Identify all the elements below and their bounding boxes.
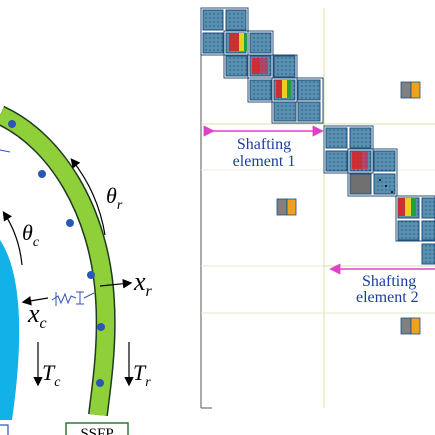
x-c-label: xc	[27, 299, 47, 332]
t-r-label: Tr	[133, 360, 151, 390]
shafting-element-1-line1: Shafting	[237, 136, 291, 153]
partial-box	[0, 424, 9, 435]
x-r-label: xr	[133, 267, 153, 300]
shafting-element-2-line1: Shafting	[362, 273, 416, 290]
guide-lines	[201, 8, 435, 408]
shafting-element-2-line2: element 2	[356, 289, 419, 306]
theta-c-arrow	[2, 211, 23, 266]
ring-dots	[8, 120, 105, 387]
block-group-2	[323, 125, 435, 265]
inner-disk-body	[0, 240, 20, 420]
coupling-spring	[51, 291, 95, 306]
x-r-arrow	[99, 278, 133, 289]
matrix-diagram: Shafting element 1 Shafting element 2	[200, 7, 435, 409]
legend-squares	[276, 81, 421, 335]
block-group-1	[200, 7, 324, 124]
x-c-arrow	[21, 296, 49, 306]
ssfp-box	[65, 422, 129, 435]
theta-r-arrow	[70, 158, 106, 236]
theta-c-label: θc	[22, 220, 40, 250]
rotor-diagram: θr θc xr xc Tc Tr SSFP	[0, 105, 153, 435]
ssfp-label: SSFP	[80, 426, 113, 435]
shafting-element-1-line2: element 1	[233, 153, 296, 170]
theta-r-label: θr	[106, 183, 123, 213]
t-c-label: Tc	[42, 360, 61, 390]
